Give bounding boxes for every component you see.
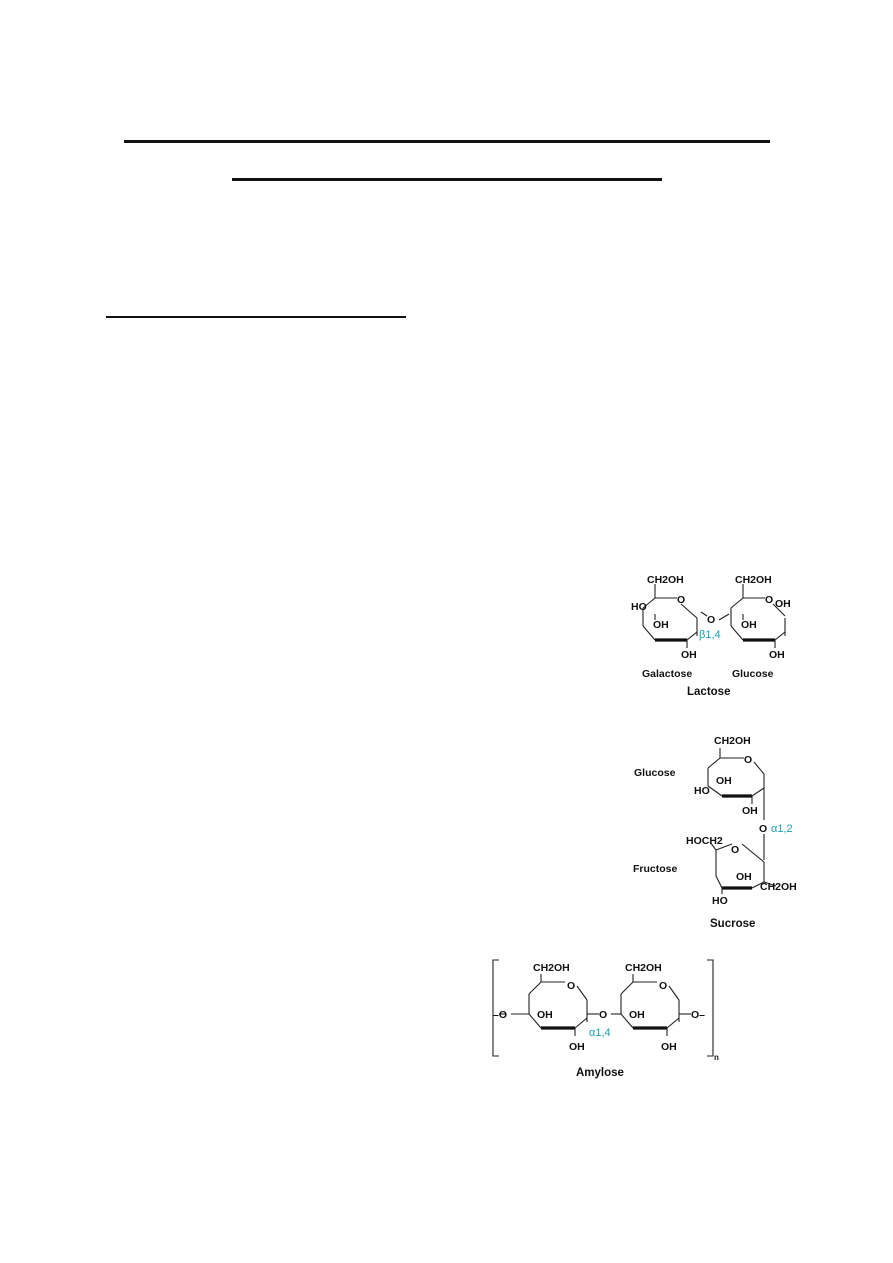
oh-anomeric-label: OH — [775, 598, 791, 610]
bond — [763, 881, 777, 887]
ring-bond — [741, 843, 765, 863]
amylose-caption: Amylose — [576, 1067, 624, 1079]
ring-bond — [620, 981, 657, 995]
ch2oh-fructose-label: CH2OH — [760, 881, 797, 893]
glucose-label: Glucose — [732, 668, 774, 680]
ring-oxygen-right: O — [659, 980, 667, 992]
linkage-label: α1,4 — [589, 1027, 611, 1039]
ring-bond — [751, 787, 765, 797]
ch2oh-right-label: CH2OH — [625, 962, 662, 974]
oh-bottom-right-label: OH — [769, 649, 785, 661]
ring-bond — [620, 1013, 634, 1029]
ring-oxygen-left: O — [677, 594, 685, 606]
bracket-right — [707, 959, 714, 1057]
ch2oh-right-label: CH2OH — [735, 574, 772, 586]
linkage-label: α1,2 — [771, 823, 793, 835]
galactose-label: Galactose — [642, 668, 692, 680]
ring-bond — [730, 625, 744, 641]
linkage-label: β1,4 — [699, 629, 721, 641]
ho-label: HO — [631, 601, 647, 613]
ring-oxygen-left: O — [567, 980, 575, 992]
lactose-structure: CH2OH CH2OH HO O O O OH OH OH β1,4 OH OH… — [631, 574, 791, 698]
o-end-left-label: –O — [493, 1009, 507, 1021]
sucrose-structure: CH2OH O Glucose OH HO OH O α1,2 HOCH2 O … — [633, 735, 797, 930]
oh-bottom-label: OH — [742, 805, 758, 817]
ch2oh-left-label: CH2OH — [647, 574, 684, 586]
ring-bond — [753, 761, 765, 775]
ring-oxygen-bottom: O — [731, 844, 739, 856]
section-heading-rule — [106, 316, 406, 318]
fructose-label: Fructose — [633, 863, 678, 875]
oh-bottom-left-label: OH — [569, 1041, 585, 1053]
ring-bond — [528, 981, 565, 995]
title-rule-1 — [124, 140, 770, 143]
bond — [709, 841, 717, 851]
ring-oxygen-right: O — [765, 594, 773, 606]
ch2oh-top-label: CH2OH — [714, 735, 751, 747]
ring-bond — [686, 631, 698, 641]
ho-fructose-label: HO — [712, 895, 728, 907]
oh-ring-right-label: OH — [629, 1009, 645, 1021]
amylose-structure: CH2OH CH2OH O O –O O O– OH OH α1,4 OH OH… — [492, 959, 719, 1079]
oh-ring-left-label: OH — [537, 1009, 553, 1021]
oh-fructose-label: OH — [736, 871, 752, 883]
bridge-oxygen: O — [759, 823, 767, 835]
ring-bond — [774, 631, 786, 641]
ch2oh-left-label: CH2OH — [533, 962, 570, 974]
oh-bottom-right-label: OH — [661, 1041, 677, 1053]
glucose-label: Glucose — [634, 767, 676, 779]
ring-bond — [668, 985, 680, 1001]
title-rule-2 — [232, 178, 662, 181]
oh-ring-left-label: OH — [653, 619, 669, 631]
ring-bond — [642, 625, 656, 641]
oh-bottom-left-label: OH — [681, 649, 697, 661]
oh-ring-label: OH — [716, 775, 732, 787]
ring-bond — [528, 1013, 542, 1029]
bridge-oxygen: O — [707, 614, 715, 626]
ring-bond — [642, 597, 677, 609]
ring-bond — [576, 985, 588, 1001]
ho-label: HO — [694, 785, 710, 797]
o-end-right-label: O– — [691, 1009, 705, 1021]
sucrose-caption: Sucrose — [710, 918, 755, 930]
ring-oxygen-top: O — [744, 754, 752, 766]
ring-bond — [707, 757, 744, 769]
ring-bond — [751, 881, 765, 889]
bond — [700, 611, 708, 617]
ring-bond — [707, 785, 723, 797]
lactose-caption: Lactose — [687, 686, 730, 698]
ring-bond — [772, 603, 786, 617]
bond — [718, 613, 730, 621]
bridge-oxygen: O — [599, 1009, 607, 1021]
ring-bond — [666, 1017, 680, 1029]
ring-bond — [715, 875, 723, 889]
hoch2-label: HOCH2 — [686, 835, 723, 847]
oh-ring-right-label: OH — [741, 619, 757, 631]
ring-bond — [574, 1017, 588, 1029]
subscript-n: n — [714, 1053, 719, 1062]
ring-bond — [680, 603, 698, 619]
bracket-left — [492, 959, 499, 1057]
ring-bond — [730, 597, 765, 609]
ring-bond — [715, 843, 733, 851]
